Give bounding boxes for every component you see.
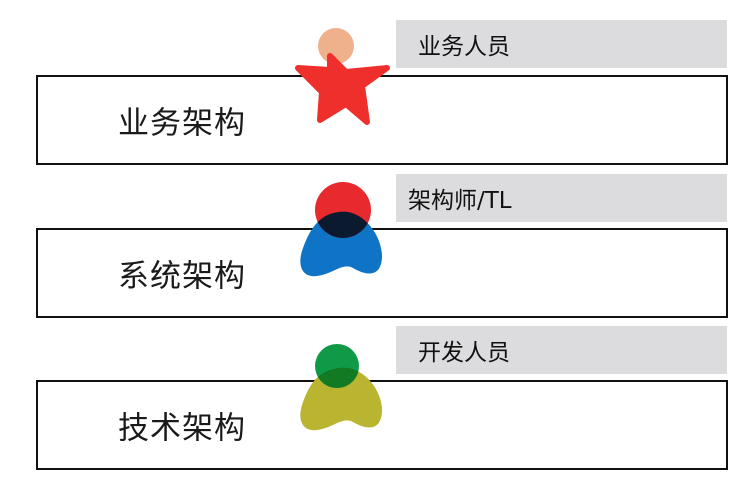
layer-system-architecture: 系统架构 [36,228,728,318]
blob-person-icon [295,330,395,440]
layer-title: 业务架构 [118,105,246,142]
role-tag-system: 架构师/TL [396,174,727,222]
blob-person-icon [295,178,395,288]
role-tag-technical: 开发人员 [396,326,727,374]
role-tag-business: 业务人员 [396,20,727,68]
role-label: 架构师/TL [408,188,512,214]
role-label: 开发人员 [418,340,510,366]
layer-technical-architecture: 技术架构 [36,380,728,470]
star-person-icon [290,24,390,134]
layer-title: 技术架构 [118,410,246,447]
layer-title: 系统架构 [118,258,246,295]
layer-business-architecture: 业务架构 [36,75,728,165]
role-label: 业务人员 [418,34,510,60]
